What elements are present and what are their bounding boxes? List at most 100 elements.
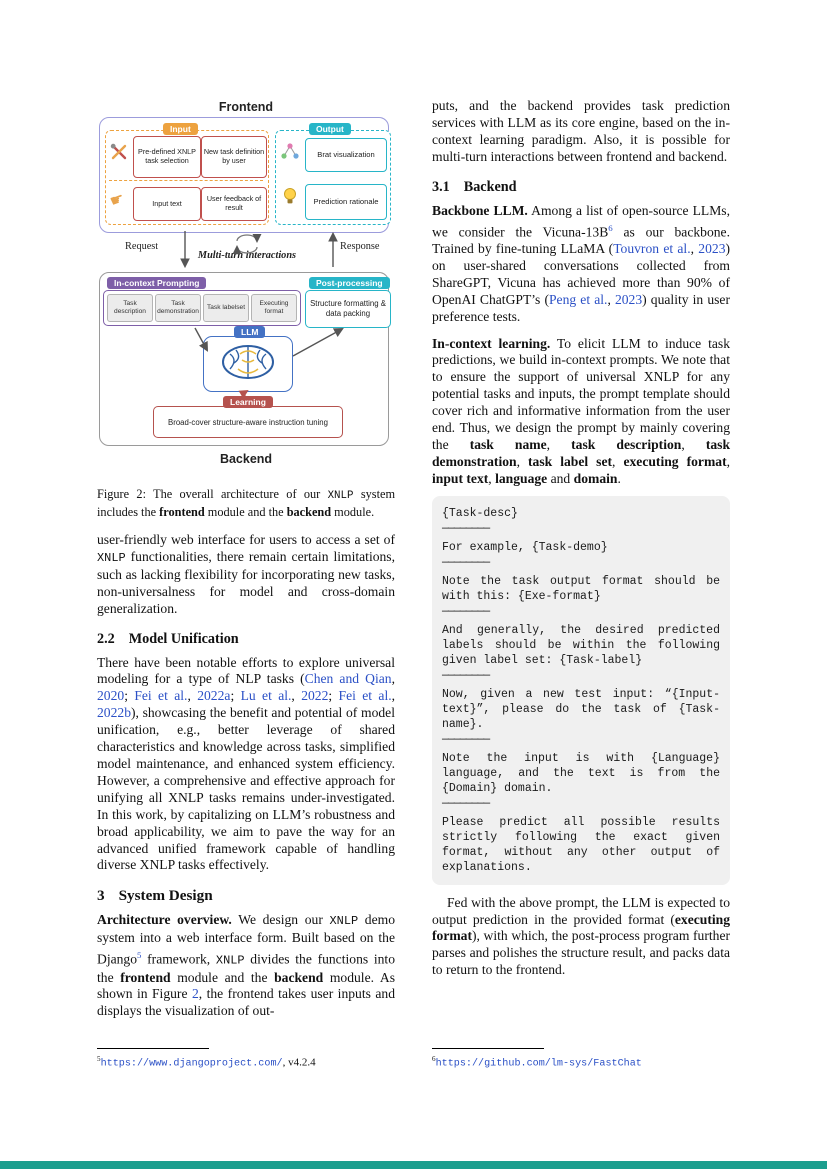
- citation-link[interactable]: Fei et al.: [134, 688, 188, 704]
- input-label: Input: [163, 123, 198, 135]
- citation-link[interactable]: Chen and Qian: [304, 671, 392, 687]
- text-run: system includes the: [97, 487, 396, 519]
- prompt-separator: ————————: [442, 796, 490, 810]
- input-item: User feedback of result: [201, 187, 267, 221]
- text-run: ), with which, the post-process program …: [432, 928, 730, 978]
- text-run: XNLP: [97, 550, 126, 565]
- text-run: .: [617, 470, 621, 486]
- text-run: input text: [432, 470, 489, 486]
- text-run: ,: [291, 688, 302, 704]
- prompt-component: Task labelset: [203, 294, 249, 322]
- learning-box: Broad-cover structure-aware instruction …: [153, 406, 343, 438]
- text-run: frontend: [120, 969, 171, 985]
- text-run: ,: [516, 453, 529, 469]
- learning-label: Learning: [223, 396, 273, 408]
- text-run: ,: [607, 291, 615, 307]
- text-run: divides the functions into the: [97, 951, 395, 985]
- citation-link[interactable]: https://github.com/lm-sys/FastChat: [435, 1058, 642, 1070]
- text-run: To elicit LLM to induce task predictions…: [432, 335, 730, 452]
- text-run: XNLP: [329, 914, 359, 929]
- text-run: ,: [681, 436, 706, 452]
- text-run: domain: [573, 470, 618, 486]
- text-run: functionalities, there remain certain li…: [97, 548, 395, 616]
- text-run: task name: [469, 436, 547, 452]
- footnote-marker[interactable]: 5: [137, 950, 142, 961]
- text-run: language: [495, 470, 548, 486]
- text-run: 5: [97, 1055, 101, 1063]
- text-run: executing format: [623, 453, 727, 469]
- citation-link[interactable]: 2023: [698, 240, 726, 256]
- text-run: There have been notable efforts to explo…: [97, 654, 395, 687]
- pointer-hand-icon: ☛: [107, 190, 127, 211]
- citation-link[interactable]: 2022: [301, 688, 329, 704]
- input-item: Pre-defined XNLP task selection: [133, 136, 201, 178]
- citation-link[interactable]: 2022a: [197, 688, 231, 704]
- footnote-area-left: 5https://www.djangoproject.com/, v4.2.4: [97, 1048, 395, 1071]
- lightbulb-icon: [281, 186, 299, 211]
- figure-2-diagram: Frontend Input ☛ Pre-defined XNLP task s…: [97, 100, 395, 472]
- citation-link[interactable]: Peng et al.: [548, 291, 608, 307]
- response-arrow-label: Response: [340, 241, 380, 252]
- text-run: task label set: [528, 453, 613, 469]
- text-run: ,: [391, 671, 395, 687]
- text-run: executing format: [432, 911, 730, 944]
- citation-link[interactable]: 2022b: [97, 705, 131, 721]
- multiturn-label: Multi-turn interactions: [197, 250, 297, 261]
- text-run: module and the: [204, 505, 287, 519]
- citation-link[interactable]: 2: [191, 986, 199, 1002]
- body-paragraph: In-context learning. To elicit LLM to in…: [432, 336, 730, 488]
- backend-box: [99, 272, 389, 446]
- section-number: 3: [97, 887, 105, 905]
- text-run: as our backbone. Trained by fine-tuning …: [432, 224, 730, 256]
- body-paragraph: Backbone LLM. Among a list of open-sourc…: [432, 203, 730, 326]
- prompt-line: Note the input is with {Language} langua…: [442, 751, 727, 795]
- section-title: Backend: [463, 178, 517, 195]
- text-run: backend: [274, 969, 324, 985]
- text-run: framework,: [141, 951, 216, 967]
- text-run: task demonstration: [432, 436, 731, 469]
- text-run: , v4.2.4: [282, 1056, 316, 1069]
- prompt-line: Now, given a new test input: “{Input-tex…: [442, 687, 720, 731]
- footnote-marker[interactable]: 6: [608, 222, 613, 233]
- citation-link[interactable]: 2023: [614, 291, 643, 307]
- text-run: 6: [432, 1055, 436, 1063]
- llm-box: [203, 336, 293, 392]
- incontext-prompting-label: In-context Prompting: [107, 277, 207, 289]
- prompt-separator: ————————: [442, 521, 490, 535]
- text-run: In-context learning.: [432, 335, 551, 351]
- section-3-heading: 3 System Design: [97, 887, 395, 905]
- prompt-line: {Task-desc}: [442, 506, 518, 520]
- footnote: 5https://www.djangoproject.com/, v4.2.4: [97, 1053, 395, 1071]
- request-arrow-label: Request: [125, 241, 159, 252]
- citation-link[interactable]: 2020: [97, 688, 125, 704]
- section-title: Model Unification: [128, 630, 239, 647]
- citation-link[interactable]: Fei et al.: [338, 688, 392, 704]
- text-run: module. As shown in Figure: [97, 969, 395, 1002]
- prompt-separator: ————————: [442, 732, 490, 746]
- postprocessing-box: Structure formatting & data packing: [305, 290, 391, 328]
- graph-nodes-icon: [280, 142, 300, 167]
- body-paragraph: puts, and the backend provides task pred…: [432, 98, 730, 166]
- llm-label: LLM: [234, 326, 266, 338]
- citation-link[interactable]: Lu et al.: [240, 688, 292, 704]
- text-run: ), showcasing the benefit and potential …: [97, 705, 395, 873]
- footnote-rule: [97, 1048, 209, 1049]
- prompt-line: And generally, the desired predicted lab…: [442, 623, 727, 667]
- text-run: puts, and the backend provides task pred…: [432, 98, 730, 164]
- text-run: Fed with the above prompt, the LLM is ex…: [432, 894, 730, 927]
- text-run: Among a list of open-source LLMs, we con…: [432, 202, 730, 240]
- text-run: ;: [328, 688, 339, 704]
- text-run: XNLP: [327, 490, 354, 502]
- backend-label: Backend: [219, 452, 273, 466]
- prompt-separator: ————————: [442, 555, 490, 569]
- text-run: ;: [230, 688, 241, 704]
- citation-link[interactable]: https://www.djangoproject.com/: [100, 1058, 283, 1070]
- citation-link[interactable]: Touvron et al.: [613, 240, 691, 256]
- text-run: frontend: [159, 505, 205, 519]
- brain-icon: [219, 342, 277, 387]
- section-title: System Design: [118, 887, 213, 905]
- frontend-label: Frontend: [218, 100, 274, 114]
- text-run: Architecture overview.: [97, 912, 232, 928]
